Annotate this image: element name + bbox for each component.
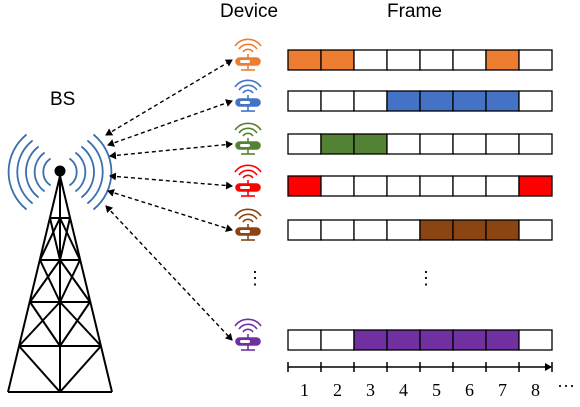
frame-slot-5 <box>419 90 454 112</box>
frame-slot-3 <box>353 90 388 112</box>
device-2-frame-row <box>287 90 553 112</box>
frame-slot-7 <box>485 219 520 241</box>
frame-slot-5 <box>419 329 454 351</box>
device-4-icon <box>234 164 262 197</box>
device-5-icon <box>234 208 262 241</box>
axis-tick-label: 4 <box>399 380 408 400</box>
frame-grid <box>287 49 553 351</box>
frame-slot-6 <box>452 329 487 351</box>
frame-slot-4 <box>386 175 421 197</box>
frame-slot-4 <box>386 90 421 112</box>
link-arrow-2 <box>107 99 233 147</box>
frame-slot-2 <box>320 133 355 155</box>
frame-slot-8 <box>518 49 553 71</box>
device-6-frame-row <box>287 329 553 351</box>
axis-ticks <box>287 362 553 372</box>
frame-slot-1 <box>287 90 322 112</box>
frame-column-heading: Frame <box>387 1 442 22</box>
axis-ellipsis: ··· <box>557 376 575 396</box>
frame-slot-2 <box>320 329 355 351</box>
signal-waves-icon <box>7 134 113 210</box>
frame-slot-8 <box>518 219 553 241</box>
frame-slot-6 <box>452 175 487 197</box>
device-icons <box>234 38 262 351</box>
frame-slot-8 <box>518 90 553 112</box>
frame-slot-7 <box>485 329 520 351</box>
axis-tick-label: 1 <box>300 380 309 400</box>
frame-slot-6 <box>452 219 487 241</box>
frame-vertical-ellipsis: ⋮ <box>417 268 435 288</box>
frame-slot-4 <box>386 133 421 155</box>
frame-slot-7 <box>485 175 520 197</box>
frame-slot-5 <box>419 49 454 71</box>
frame-slot-2 <box>320 175 355 197</box>
link-arrows <box>105 59 233 341</box>
device-3-frame-row <box>287 133 553 155</box>
frame-slot-5 <box>419 133 454 155</box>
frame-slot-4 <box>386 329 421 351</box>
device-column-heading: Device <box>220 1 279 22</box>
frame-slot-7 <box>485 90 520 112</box>
frame-slot-2 <box>320 90 355 112</box>
link-arrow-5 <box>107 188 233 233</box>
frame-slot-2 <box>320 49 355 71</box>
axis-tick-label: 5 <box>432 380 441 400</box>
frame-slot-5 <box>419 219 454 241</box>
frame-slot-3 <box>353 175 388 197</box>
frame-slot-8 <box>518 133 553 155</box>
frame-slot-6 <box>452 133 487 155</box>
axis-tick-label: 6 <box>465 380 474 400</box>
frame-slot-1 <box>287 329 322 351</box>
link-arrow-3 <box>109 140 233 160</box>
frame-slot-3 <box>353 329 388 351</box>
axis-tick-label: 7 <box>498 380 507 400</box>
frame-slot-3 <box>353 133 388 155</box>
frame-slot-2 <box>320 219 355 241</box>
link-arrow-6 <box>105 205 233 341</box>
frame-slot-1 <box>287 49 322 71</box>
base-station-tower-icon <box>7 165 113 393</box>
frame-slot-1 <box>287 175 322 197</box>
device-3-icon <box>234 122 262 155</box>
link-arrow-4 <box>109 172 233 190</box>
frame-slot-8 <box>518 175 553 197</box>
frame-slot-1 <box>287 133 322 155</box>
frame-slot-3 <box>353 219 388 241</box>
frame-slot-7 <box>485 49 520 71</box>
frame-slot-3 <box>353 49 388 71</box>
axis-tick-label: 8 <box>531 380 540 400</box>
axis-tick-label: 3 <box>366 380 375 400</box>
frame-slot-8 <box>518 329 553 351</box>
device-1-icon <box>234 38 262 71</box>
frame-slot-5 <box>419 175 454 197</box>
device-5-frame-row <box>287 219 553 241</box>
frame-slot-4 <box>386 219 421 241</box>
base-station-label: BS <box>50 89 76 110</box>
frame-slot-6 <box>452 90 487 112</box>
axis-tick-label: 2 <box>333 380 342 400</box>
device-vertical-ellipsis: ⋮ <box>246 268 264 288</box>
frame-slot-7 <box>485 133 520 155</box>
frame-slot-1 <box>287 219 322 241</box>
time-axis <box>287 362 553 372</box>
device-6-icon <box>234 318 262 351</box>
device-2-icon <box>234 79 262 112</box>
frame-slot-4 <box>386 49 421 71</box>
device-1-frame-row <box>287 49 553 71</box>
device-4-frame-row <box>287 175 553 197</box>
frame-slot-6 <box>452 49 487 71</box>
